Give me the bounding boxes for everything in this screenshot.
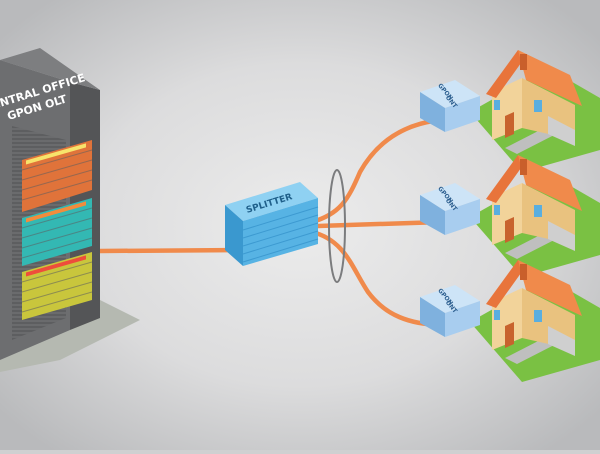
- central-office-olt-rack: CENTRAL OFFICE GPON OLT: [0, 48, 140, 372]
- house-roof-gable: [486, 50, 526, 98]
- house-door: [505, 112, 514, 138]
- house-window: [534, 205, 542, 217]
- house-roof: [518, 155, 582, 211]
- house-1: [470, 50, 600, 172]
- house-door: [505, 322, 514, 348]
- house-chimney: [520, 159, 527, 175]
- house-roof: [518, 50, 582, 106]
- house-front-wall: [492, 78, 522, 140]
- house-garage-door: [548, 221, 575, 251]
- house-front-wall: [492, 183, 522, 245]
- house-roof: [518, 260, 582, 316]
- house-garage-door: [548, 116, 575, 146]
- house-chimney: [520, 264, 527, 280]
- house-window: [534, 310, 542, 322]
- fiber-drop-middle: [315, 219, 445, 229]
- rack-top: [0, 48, 100, 90]
- rack-panel-stripes: [21, 149, 93, 313]
- splitter-stripes: [242, 206, 319, 263]
- house-chimney: [520, 54, 527, 70]
- house-window: [494, 310, 500, 320]
- house-garage-door: [548, 326, 575, 356]
- house-front-wall: [492, 288, 522, 350]
- splitter-top: [225, 182, 318, 221]
- house-roof-gable: [486, 155, 526, 203]
- fiber-drop-top: [309, 117, 443, 225]
- ont-side: [445, 96, 480, 132]
- splitter-front: [225, 205, 243, 266]
- fiber-feeder-line: [97, 247, 248, 254]
- fiber-bundle-ring: [328, 169, 346, 283]
- house-roof-gable: [486, 260, 526, 308]
- ont-front: [420, 297, 445, 337]
- house-2: [470, 155, 600, 277]
- splitter-side: [243, 198, 318, 266]
- ont-side: [445, 301, 480, 337]
- house-door: [505, 217, 514, 243]
- splitter-box: SPLITTER: [225, 182, 319, 266]
- ont-front: [420, 195, 445, 235]
- rack-panels: [21, 140, 93, 320]
- house-window: [494, 205, 500, 215]
- ont-top: [420, 285, 480, 313]
- house-3: [470, 260, 600, 382]
- fiber-drop-bottom: [309, 229, 443, 328]
- ont-top: [420, 80, 480, 108]
- subscriber-houses: [470, 50, 600, 382]
- ont-top: [420, 183, 480, 211]
- rack-status-leds: [26, 143, 86, 277]
- house-window: [494, 100, 500, 110]
- ont-side: [445, 199, 480, 235]
- house-window: [534, 100, 542, 112]
- fiber-cables: [97, 117, 445, 328]
- ont-front: [420, 92, 445, 132]
